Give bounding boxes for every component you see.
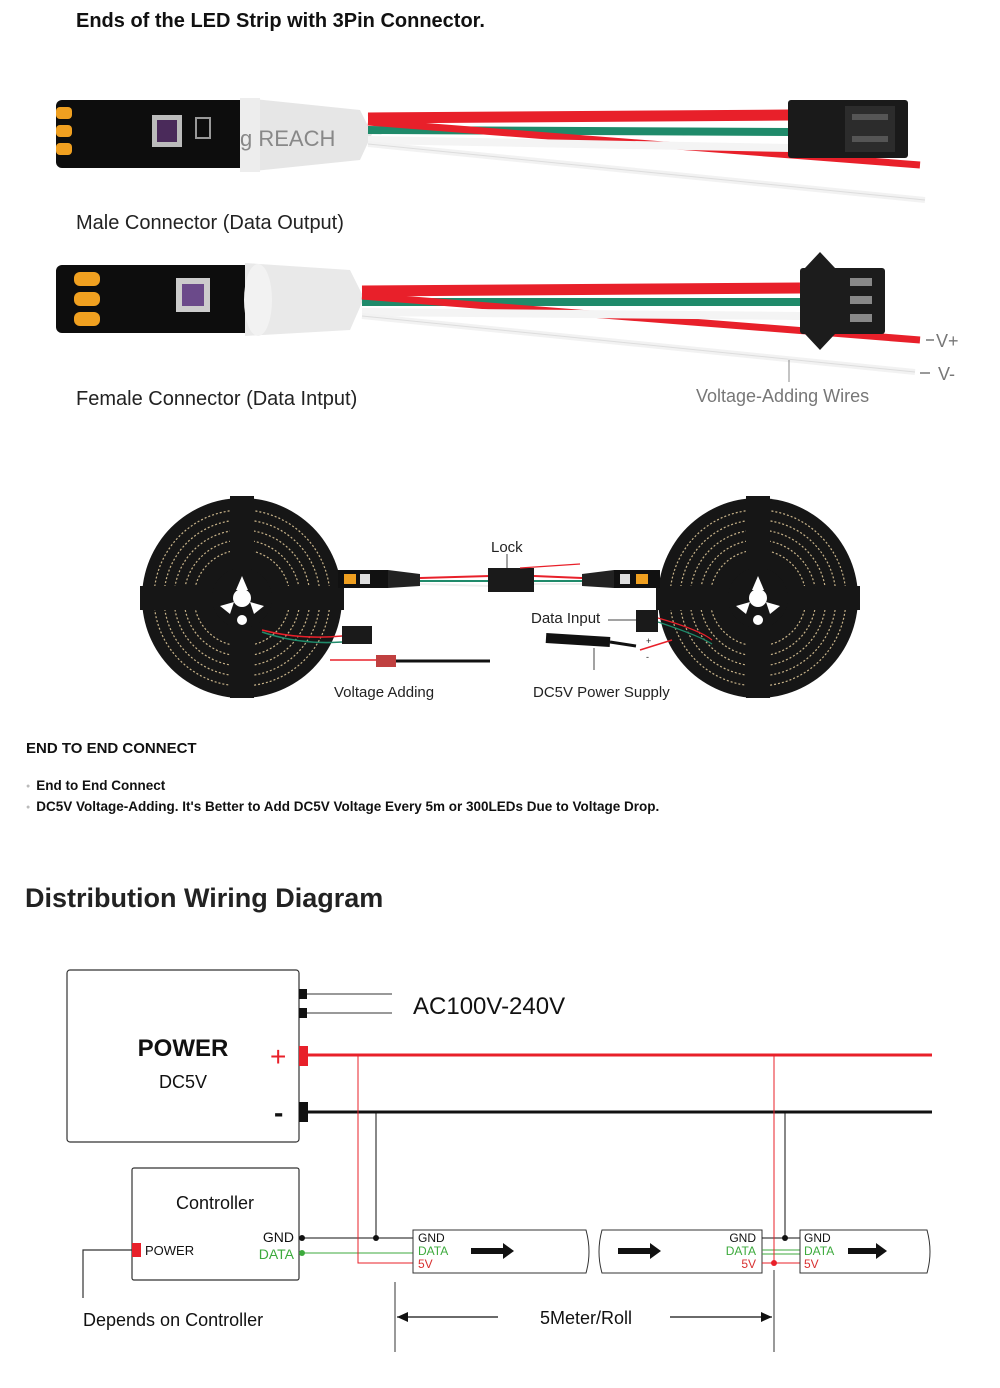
male-strip-end: g REACH — [56, 98, 372, 172]
end-to-end-bullets: End to End Connect DC5V Voltage-Adding. … — [26, 778, 659, 820]
strip3-gnd: GND — [804, 1231, 831, 1245]
end-to-end-heading: END TO END CONNECT — [26, 740, 197, 757]
plus-sign: + — [270, 1041, 286, 1072]
ac-label: AC100V-240V — [413, 993, 565, 1020]
end-to-end-illustration: + - — [140, 496, 860, 698]
strip-connection: + - — [261, 554, 713, 670]
controller-power-label: POWER — [145, 1243, 194, 1258]
male-connector-label: Male Connector (Data Output) — [76, 212, 344, 234]
male-wires — [367, 109, 926, 203]
left-reel — [140, 496, 344, 698]
arrow-icon — [618, 1243, 661, 1259]
strip3-data: DATA — [804, 1244, 834, 1258]
bullet-item: End to End Connect — [26, 778, 659, 793]
distribution-wiring-diagram: POWER DC5V + - AC100V-240V Controller PO… — [66, 969, 932, 1352]
svg-text:-: - — [646, 652, 649, 662]
voltage-adding-label: Voltage Adding — [334, 684, 435, 701]
svg-text:+: + — [646, 636, 651, 646]
right-reel — [656, 496, 860, 698]
lock-label: Lock — [491, 539, 523, 556]
length-label: 5Meter/Roll — [540, 1308, 632, 1328]
strip-segment-2 — [598, 1229, 763, 1274]
controller-title: Controller — [176, 1193, 254, 1213]
controller-box — [131, 1167, 300, 1281]
voltage-wires-label: Voltage-Adding Wires — [696, 386, 870, 406]
controller-gnd-label: GND — [263, 1229, 294, 1245]
female-connector-label: Female Connector (Data Intput) — [76, 388, 358, 410]
bullet-item: DC5V Voltage-Adding. It's Better to Add … — [26, 799, 659, 814]
controller-data-label: DATA — [259, 1246, 295, 1262]
section1-title: Ends of the LED Strip with 3Pin Connecto… — [76, 10, 485, 32]
data-input-label: Data Input — [531, 610, 601, 627]
power-title: POWER — [138, 1035, 229, 1062]
power-supply-label: DC5V Power Supply — [533, 684, 670, 701]
strip2-data: DATA — [726, 1244, 756, 1258]
strip3-5v: 5V — [804, 1257, 819, 1271]
vminus-label: V- — [938, 364, 956, 384]
strip2-gnd: GND — [729, 1231, 756, 1245]
power-sub: DC5V — [159, 1072, 207, 1092]
strip1-gnd: GND — [418, 1231, 445, 1245]
male-connector-housing — [788, 100, 908, 158]
minus-sign: - — [274, 1097, 283, 1128]
arrow-icon — [848, 1243, 887, 1259]
female-connector-housing — [800, 252, 885, 350]
depends-label: Depends on Controller — [83, 1310, 263, 1330]
strip1-data: DATA — [418, 1244, 448, 1258]
strip1-5v: 5V — [418, 1257, 433, 1271]
distribution-title: Distribution Wiring Diagram — [25, 883, 384, 913]
brand-text: g REACH — [240, 126, 335, 151]
strip2-5v: 5V — [741, 1257, 756, 1271]
connector-photos: g REACH — [56, 98, 934, 382]
vplus-label: V+ — [936, 331, 959, 351]
arrow-icon — [471, 1243, 514, 1259]
female-strip-end — [56, 263, 364, 336]
